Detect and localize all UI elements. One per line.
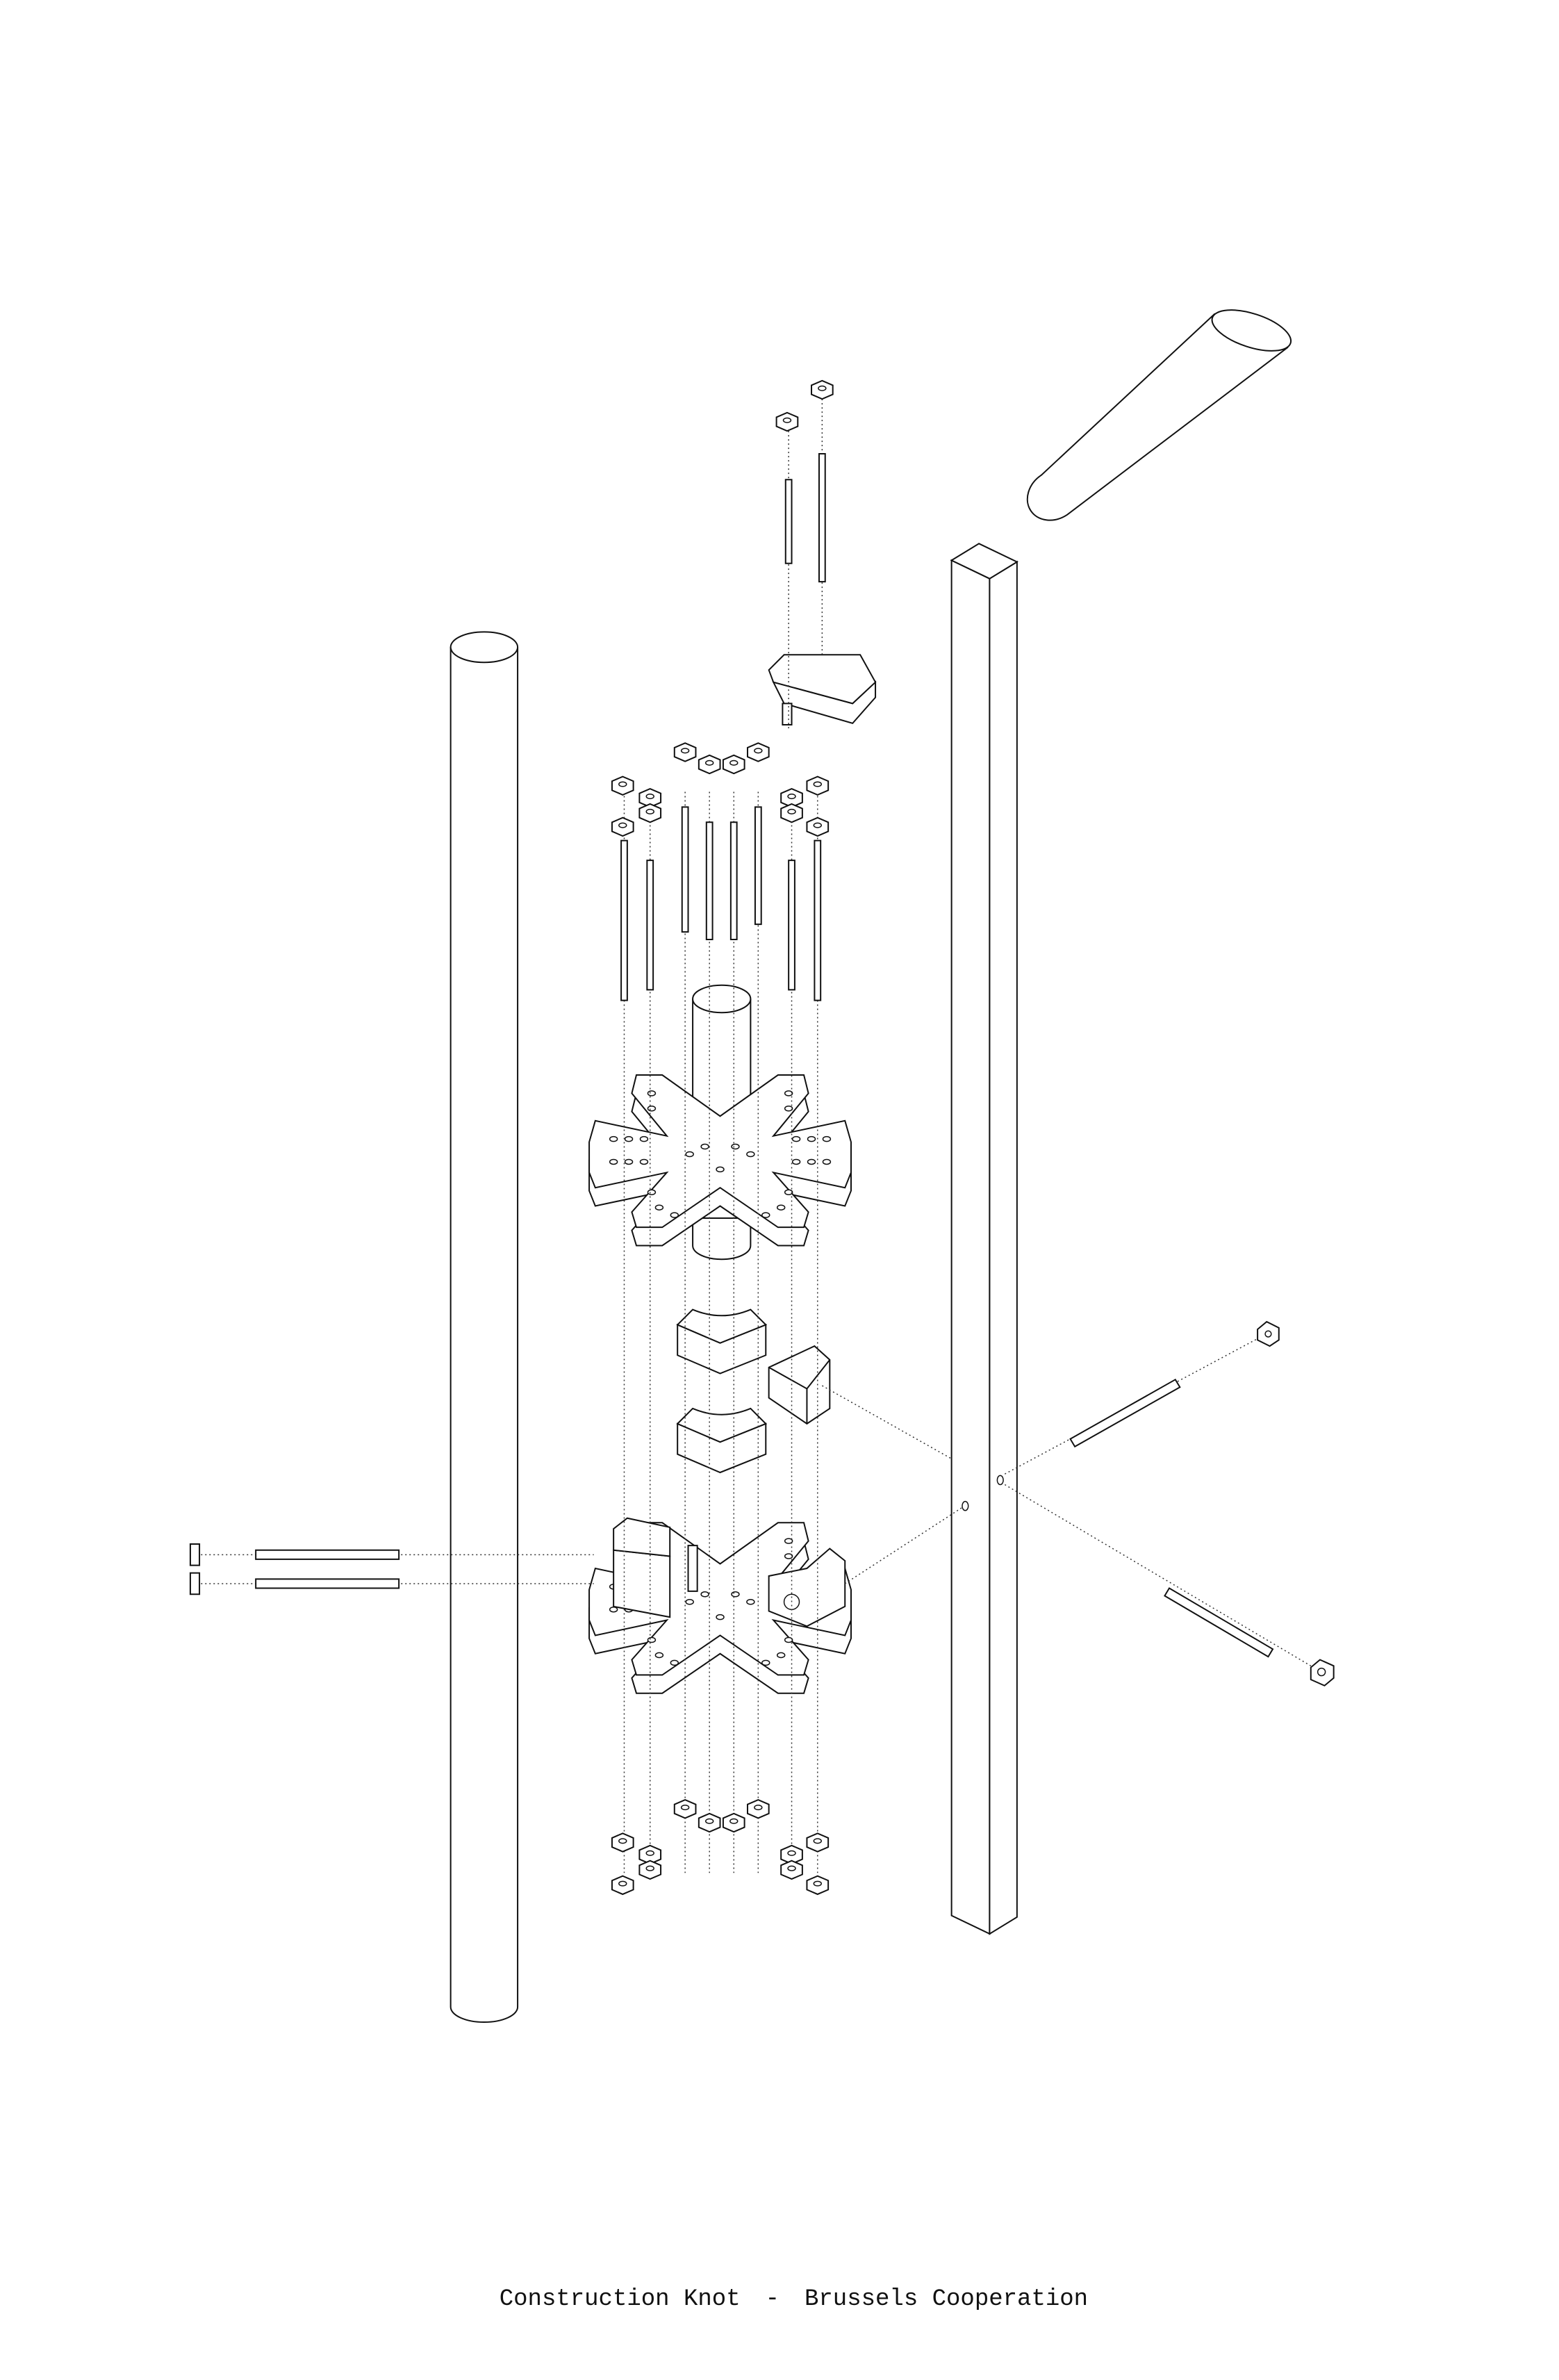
hex-nut (807, 1876, 828, 1894)
bolt-hole (732, 1592, 739, 1597)
spacer-block-1 (677, 1310, 766, 1374)
diagonal-cylinder (1028, 302, 1296, 520)
bolt-hole (610, 1607, 618, 1612)
corner-block (769, 1346, 830, 1424)
hex-nut (723, 1814, 745, 1832)
bolt-hole (670, 1660, 678, 1665)
hex-nut (781, 804, 802, 822)
threaded-rod (755, 807, 761, 924)
bolt-hole (785, 1091, 793, 1096)
hex-nut (612, 818, 634, 836)
bolt-hole (785, 1190, 793, 1195)
bolt-hole (808, 1159, 816, 1164)
bolt-hole (747, 1151, 754, 1156)
bolt-hole (625, 1137, 633, 1142)
bolt-hole (747, 1600, 754, 1605)
round-pole (451, 632, 518, 2022)
hex-nut (675, 1800, 696, 1818)
threaded-rod (647, 860, 653, 990)
bolt-hole (647, 1638, 655, 1643)
bolt-hole (610, 1159, 618, 1164)
bolt-hole (777, 1652, 785, 1657)
hex-nut (807, 1833, 828, 1851)
threaded-rod (707, 822, 713, 939)
bolt-hole (686, 1151, 693, 1156)
upper-cross-plate (589, 1075, 851, 1245)
bolt-hole (716, 1615, 724, 1620)
spacer-block-2 (677, 1409, 766, 1472)
bolt-hole (785, 1538, 793, 1543)
bolt-hole (701, 1144, 709, 1149)
hex-nut (748, 1800, 769, 1818)
square-post (952, 543, 1017, 1934)
bolt-hole (686, 1600, 693, 1605)
hex-nut (699, 1814, 720, 1832)
right-diagonal-bolts (822, 1322, 1333, 1686)
hex-nut (781, 789, 802, 807)
hex-nut (723, 755, 745, 773)
bolt-hole (625, 1159, 633, 1164)
bolt-hole (701, 1592, 709, 1597)
bolt-hole (793, 1137, 800, 1142)
threaded-rod (789, 860, 795, 990)
hex-nut (748, 743, 769, 761)
bolt-hole (785, 1638, 793, 1643)
hex-nut (807, 777, 828, 795)
bolt-hole (647, 1091, 655, 1096)
caption-subtitle: Brussels Cooperation (805, 2286, 1089, 2313)
hex-nut (639, 804, 661, 822)
bolt-hole (647, 1190, 655, 1195)
bolt-hole (785, 1106, 793, 1111)
bolt-hole (655, 1205, 663, 1210)
hex-nut (612, 1876, 634, 1894)
bolt-hole (732, 1144, 739, 1149)
bolt-hole (808, 1137, 816, 1142)
bolt-hole (785, 1554, 793, 1559)
hex-nut (612, 1833, 634, 1851)
bolt-hole (670, 1213, 678, 1217)
bolt-hole (640, 1159, 647, 1164)
hex-nut (639, 1846, 661, 1864)
hex-nut (612, 777, 634, 795)
bolt-hole (647, 1106, 655, 1111)
bolt-hole (823, 1159, 830, 1164)
caption-title: Construction Knot (499, 2286, 741, 2313)
top-bracket (769, 655, 875, 725)
hex-nut (639, 1861, 661, 1879)
hex-nut (781, 1846, 802, 1864)
bolt-hole (777, 1205, 785, 1210)
threaded-rod (814, 841, 820, 1001)
drawing-caption: Construction Knot-Brussels Cooperation (0, 2260, 1559, 2313)
hex-nut (781, 1861, 802, 1879)
bolt-hole (655, 1652, 663, 1657)
bolt-hole (823, 1137, 830, 1142)
bolt-hole (793, 1159, 800, 1164)
hex-nut (675, 743, 696, 761)
hex-nut (777, 413, 798, 431)
bolt-hole (610, 1137, 618, 1142)
bolt-hole (762, 1213, 770, 1217)
threaded-rod (819, 454, 825, 582)
bolt-hole (640, 1137, 647, 1142)
hex-nut (699, 755, 720, 773)
threaded-rod (621, 841, 627, 1001)
hex-nut (811, 381, 833, 399)
bolt-hole (762, 1660, 770, 1665)
threaded-rod (682, 807, 688, 932)
bolt-hole (716, 1167, 724, 1172)
lower-blocks (613, 1518, 845, 1627)
left-bolts (190, 1544, 594, 1594)
hex-nut (639, 789, 661, 807)
threaded-rod (731, 822, 737, 939)
caption-separator: - (765, 2286, 780, 2313)
hex-nut (807, 818, 828, 836)
threaded-rod (786, 479, 792, 564)
